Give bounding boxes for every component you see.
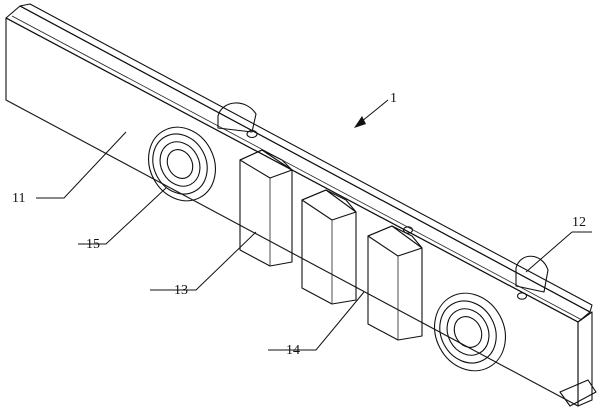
leader-11 <box>36 131 127 199</box>
label-14: 14 <box>286 343 300 358</box>
leader-14 <box>268 291 365 351</box>
bearing-right <box>434 292 506 372</box>
top-hole-left <box>246 129 258 139</box>
guide-block-3 <box>367 225 423 341</box>
label-1: 1 <box>390 91 397 106</box>
guide-block-1 <box>239 149 293 267</box>
top-hole-right <box>516 292 528 300</box>
leader-13 <box>150 231 257 291</box>
rear-boss-left <box>217 102 257 133</box>
top-hole-middle <box>402 226 414 234</box>
top-flange <box>5 3 593 323</box>
label-11: 11 <box>12 191 25 206</box>
channel-end <box>559 311 597 407</box>
leader-12-diag <box>525 231 573 273</box>
guide-block-2 <box>301 189 357 305</box>
label-15: 15 <box>86 237 100 252</box>
leader-15 <box>78 187 167 245</box>
bearing-left <box>148 126 216 202</box>
arrowhead-1 <box>354 116 366 128</box>
label-13: 13 <box>174 283 188 298</box>
label-12: 12 <box>572 215 586 230</box>
rear-boss-right <box>515 255 549 293</box>
